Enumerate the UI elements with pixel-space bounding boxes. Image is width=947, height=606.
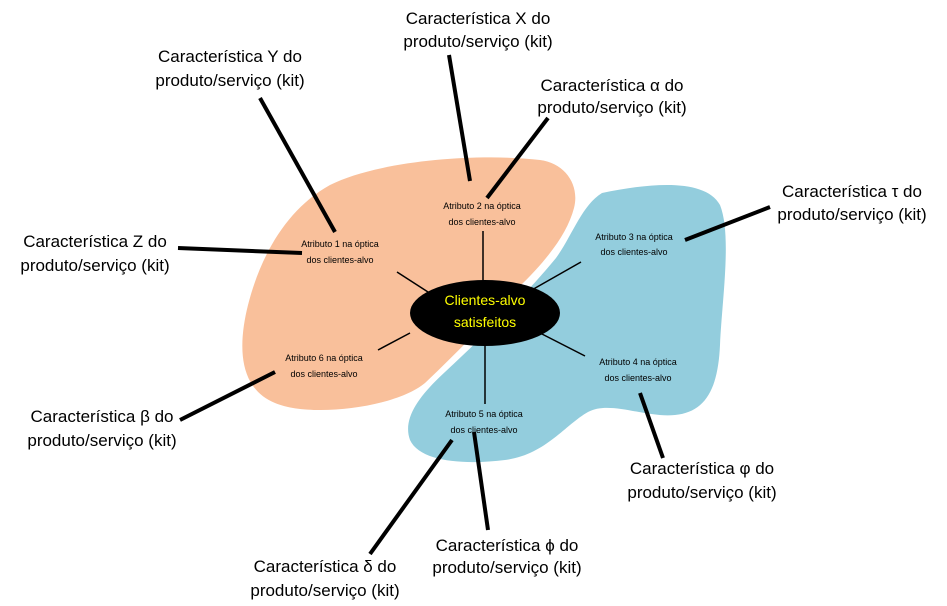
attribute-label-4: Atributo 4 na óptica dos clientes-alvo bbox=[599, 357, 677, 383]
center-label-line-2: satisfeitos bbox=[454, 314, 516, 330]
attribute-label-6: Atributo 6 na óptica dos clientes-alvo bbox=[285, 353, 363, 379]
characteristic-label-varphi: Característica φ do produto/serviço (kit… bbox=[627, 459, 776, 502]
orange-region bbox=[242, 157, 576, 411]
characteristic-label-line-2: produto/serviço (kit) bbox=[20, 256, 169, 275]
attribute-label-line-2: dos clientes-alvo bbox=[306, 255, 373, 265]
attribute-label-line-1: Atributo 1 na óptica bbox=[301, 239, 379, 249]
characteristic-label-beta: Característica β do produto/serviço (kit… bbox=[27, 407, 176, 450]
characteristic-label-alpha: Característica α do produto/serviço (kit… bbox=[537, 76, 686, 117]
attribute-label-line-2: dos clientes-alvo bbox=[448, 217, 515, 227]
attribute-label-line-2: dos clientes-alvo bbox=[450, 425, 517, 435]
attribute-label-line-1: Atributo 4 na óptica bbox=[599, 357, 677, 367]
attribute-label-1: Atributo 1 na óptica dos clientes-alvo bbox=[301, 239, 379, 265]
characteristic-label-phi: Característica ϕ do produto/serviço (kit… bbox=[432, 536, 581, 577]
characteristic-label-line-2: produto/serviço (kit) bbox=[27, 431, 176, 450]
characteristic-label-line-2: produto/serviço (kit) bbox=[403, 32, 552, 51]
characteristic-label-line-1: Característica Z do bbox=[23, 232, 167, 251]
characteristic-label-z: Característica Z do produto/serviço (kit… bbox=[20, 232, 169, 275]
blue-region bbox=[408, 184, 726, 463]
connector-characteristic-z bbox=[177, 246, 303, 255]
characteristic-label-line-1: Característica Y do bbox=[158, 47, 302, 66]
connector-center-attribute-6 bbox=[377, 332, 411, 351]
center-label-line-1: Clientes-alvo bbox=[445, 292, 526, 308]
characteristic-label-line-1: Característica φ do bbox=[630, 459, 774, 478]
attribute-label-line-1: Atributo 6 na óptica bbox=[285, 353, 363, 363]
connector-characteristic-x bbox=[447, 54, 472, 182]
attribute-label-line-1: Atributo 5 na óptica bbox=[445, 409, 523, 419]
connector-characteristic-alpha bbox=[485, 116, 550, 200]
connector-center-attribute-1 bbox=[396, 271, 429, 293]
characteristic-label-y: Característica Y do produto/serviço (kit… bbox=[155, 47, 304, 90]
center-ellipse bbox=[410, 280, 560, 346]
characteristic-label-line-2: produto/serviço (kit) bbox=[537, 98, 686, 117]
connector-characteristic-y bbox=[258, 97, 337, 233]
connector-center-attribute-4 bbox=[539, 332, 586, 357]
connector-characteristic-delta bbox=[368, 438, 454, 556]
connector-characteristic-beta bbox=[179, 370, 276, 422]
characteristic-label-line-1: Característica δ do bbox=[254, 557, 397, 576]
characteristic-label-line-1: Característica X do bbox=[406, 9, 551, 28]
characteristic-label-line-1: Característica ϕ do bbox=[436, 536, 579, 555]
characteristic-label-line-2: produto/serviço (kit) bbox=[155, 71, 304, 90]
attribute-label-line-2: dos clientes-alvo bbox=[604, 373, 671, 383]
characteristic-label-line-2: produto/serviço (kit) bbox=[627, 483, 776, 502]
connector-characteristic-tau bbox=[684, 205, 771, 242]
characteristic-label-line-2: produto/serviço (kit) bbox=[432, 558, 581, 577]
characteristic-label-line-1: Característica β do bbox=[31, 407, 174, 426]
connector-characteristic-phi bbox=[472, 431, 490, 531]
characteristic-label-line-1: Característica α do bbox=[540, 76, 683, 95]
characteristic-label-line-2: produto/serviço (kit) bbox=[777, 205, 926, 224]
characteristic-label-line-1: Característica τ do bbox=[782, 182, 922, 201]
attribute-label-2: Atributo 2 na óptica dos clientes-alvo bbox=[443, 201, 521, 227]
center-node: Clientes-alvo satisfeitos bbox=[410, 280, 560, 346]
attribute-label-line-1: Atributo 2 na óptica bbox=[443, 201, 521, 211]
attribute-label-5: Atributo 5 na óptica dos clientes-alvo bbox=[445, 409, 523, 435]
attribute-label-line-2: dos clientes-alvo bbox=[600, 247, 667, 257]
connector-characteristic-varphi bbox=[638, 392, 665, 459]
characteristic-label-tau: Característica τ do produto/serviço (kit… bbox=[777, 182, 926, 224]
attribute-label-line-2: dos clientes-alvo bbox=[290, 369, 357, 379]
attribute-label-3: Atributo 3 na óptica dos clientes-alvo bbox=[595, 232, 673, 257]
connector-center-attribute-3 bbox=[529, 261, 582, 292]
characteristic-label-line-2: produto/serviço (kit) bbox=[250, 581, 399, 600]
characteristic-label-delta: Característica δ do produto/serviço (kit… bbox=[250, 557, 399, 600]
characteristic-label-x: Característica X do produto/serviço (kit… bbox=[403, 9, 552, 51]
attribute-label-line-1: Atributo 3 na óptica bbox=[595, 232, 673, 242]
